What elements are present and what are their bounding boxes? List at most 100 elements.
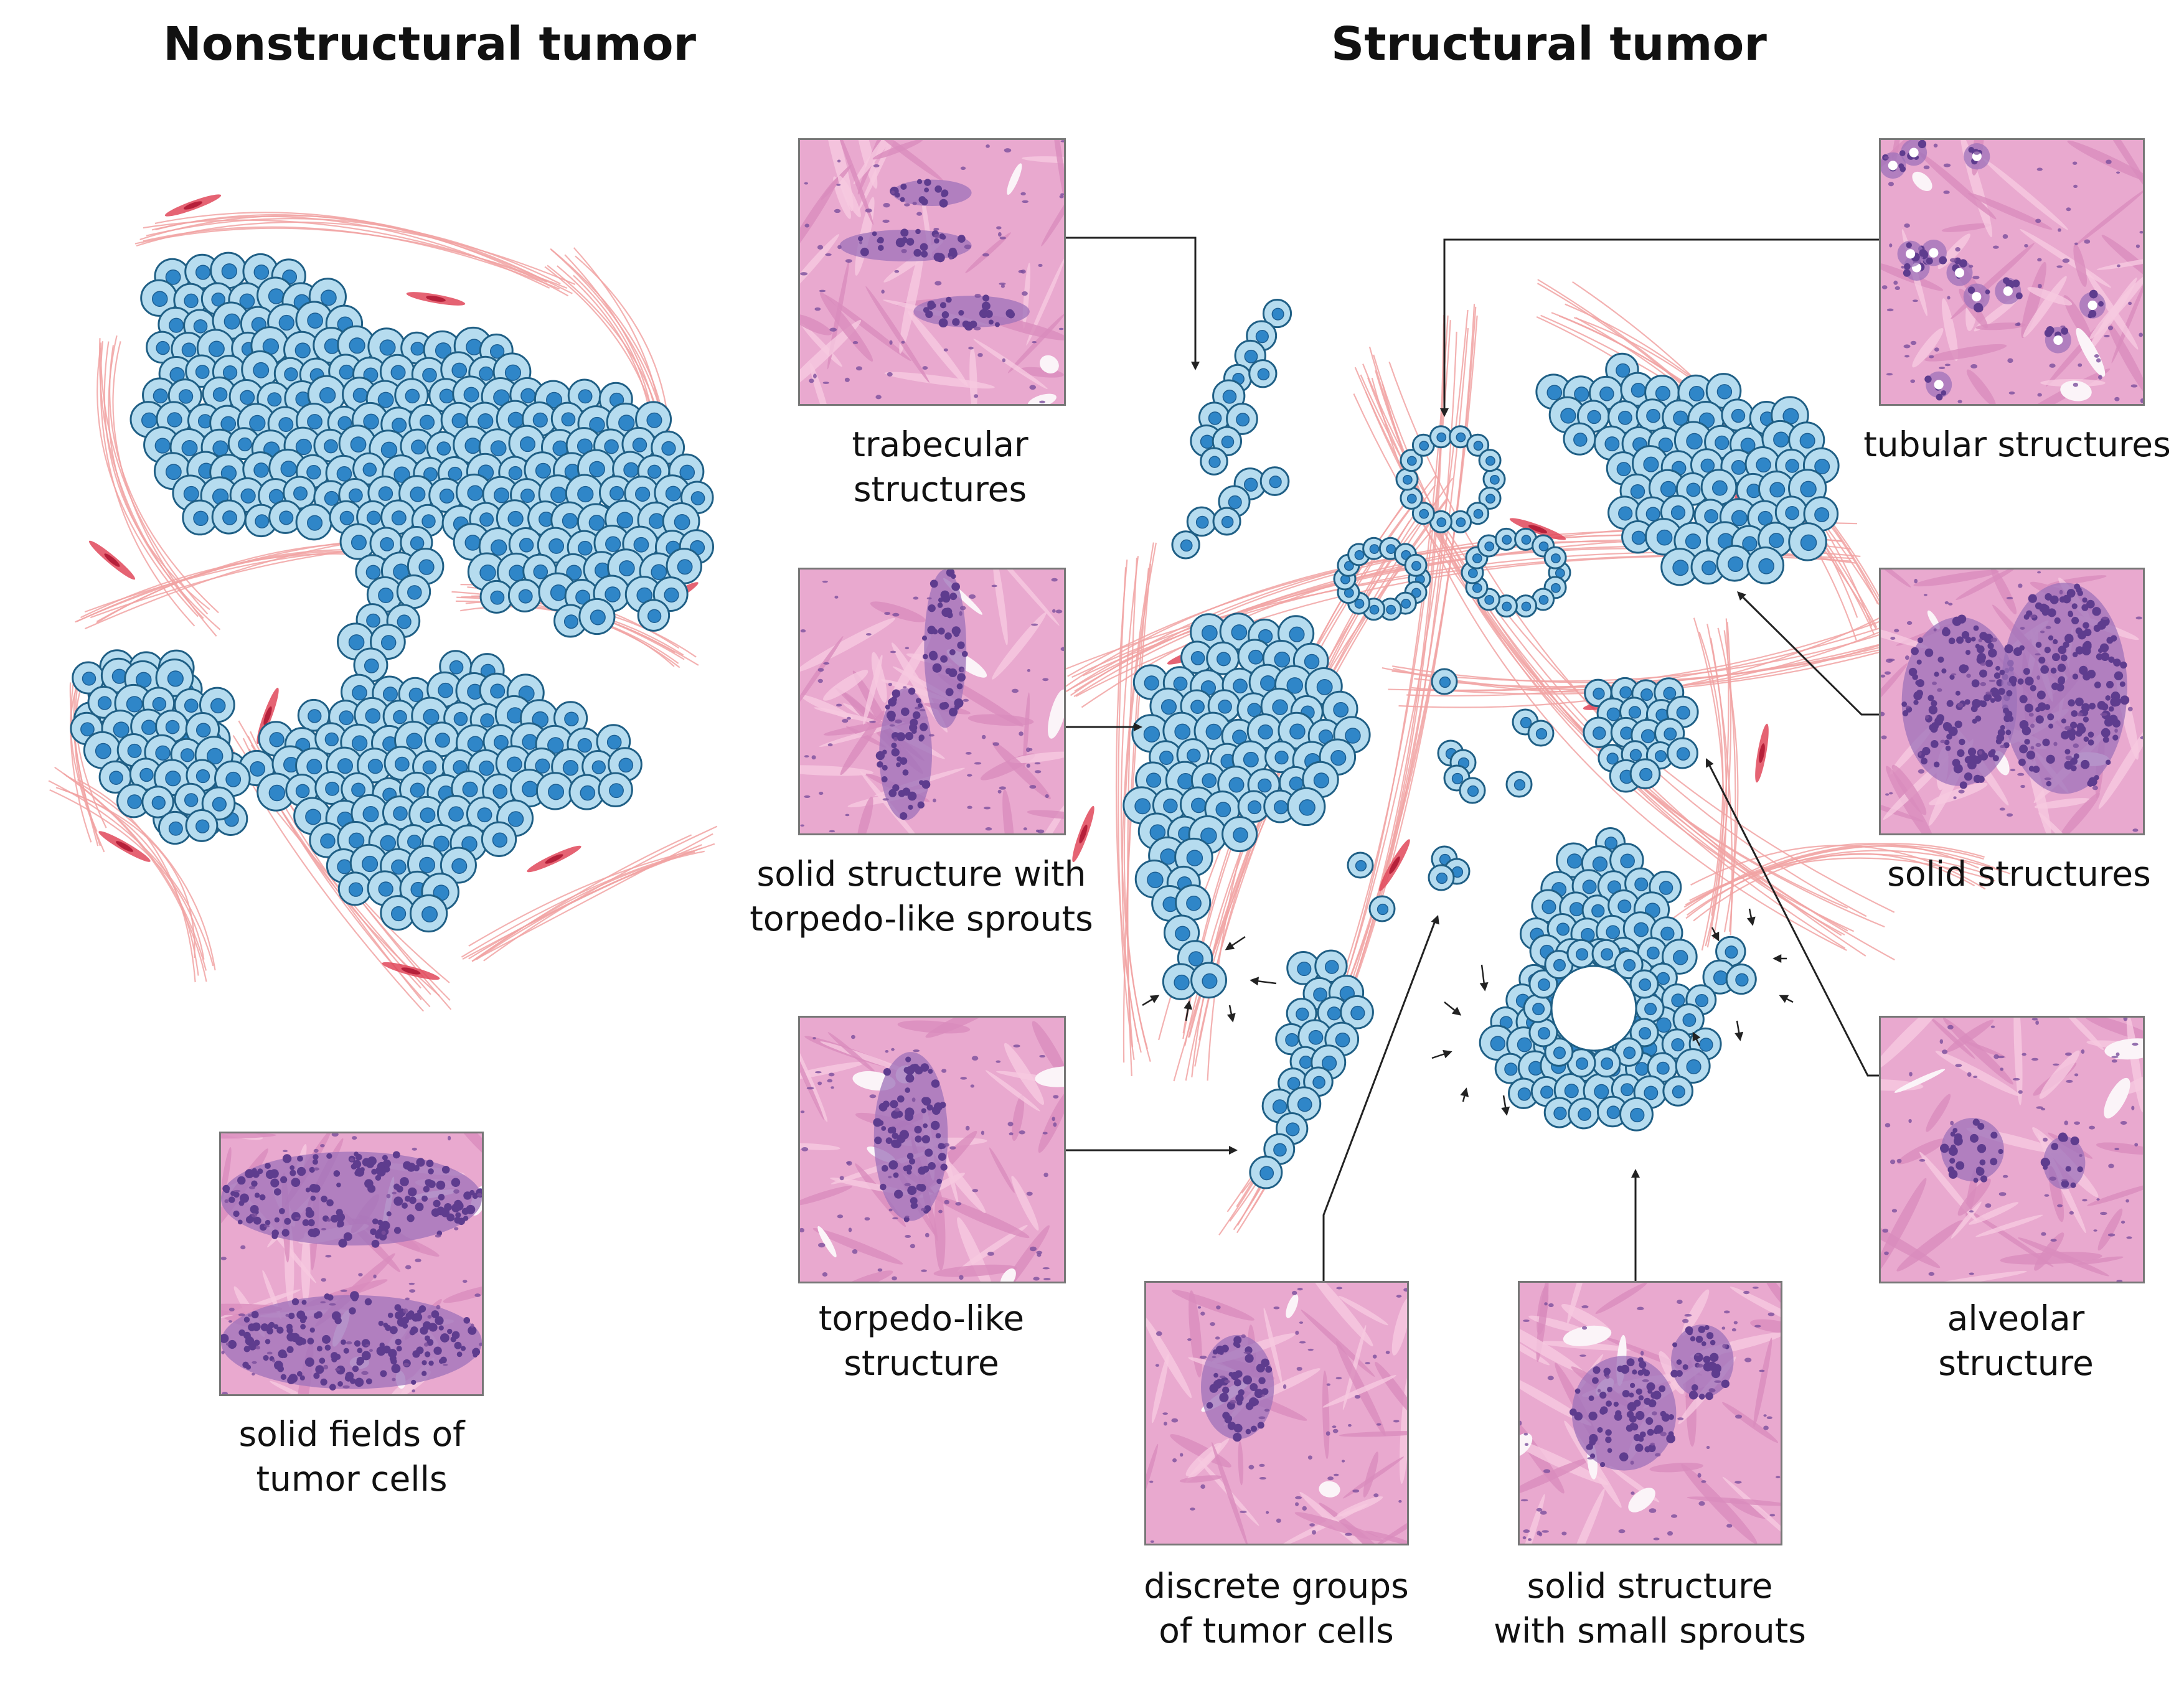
stromal-nucleus	[1881, 674, 1886, 678]
nucleus	[1644, 1446, 1651, 1453]
nucleus	[994, 322, 1000, 327]
stromal-nucleus	[888, 1208, 893, 1212]
nucleus	[254, 1193, 260, 1198]
stromal-nucleus	[1059, 195, 1064, 199]
nucleus	[2071, 603, 2078, 609]
nucleus	[227, 1339, 237, 1349]
stromal-nucleus	[1985, 692, 1992, 695]
nucleus	[906, 238, 915, 246]
stromal-nucleus	[1051, 578, 1058, 582]
nucleus	[1949, 674, 1955, 680]
nucleus	[301, 1300, 307, 1305]
nucleus	[1954, 1133, 1962, 1142]
tumor-cell	[1531, 889, 1565, 923]
stromal-nucleus	[968, 346, 974, 350]
nucleus	[327, 1294, 334, 1301]
stromal-nucleus	[869, 1094, 877, 1099]
stromal-nucleus	[949, 256, 953, 260]
nucleus	[286, 1346, 294, 1353]
nucleus	[243, 1316, 250, 1323]
nucleus	[336, 1209, 343, 1216]
nucleus	[1954, 720, 1962, 728]
tumor-nest	[2001, 583, 2127, 794]
stroma-strand	[820, 1041, 913, 1074]
stromal-nucleus	[1052, 1117, 1055, 1122]
stromal-nucleus	[845, 1161, 850, 1165]
nucleus	[934, 238, 939, 244]
nucleus	[337, 1222, 342, 1228]
nucleus	[1261, 1358, 1269, 1367]
nucleus	[937, 603, 943, 608]
tumor-cell	[1362, 537, 1386, 560]
nucleus	[354, 1377, 364, 1387]
stromal-nucleus	[1007, 1122, 1014, 1127]
nucleus	[890, 1100, 898, 1109]
nucleus	[326, 1153, 332, 1159]
nucleus	[2105, 695, 2111, 701]
nucleus	[2087, 670, 2096, 679]
nucleus	[1670, 1369, 1678, 1378]
fibroblast	[1509, 518, 1566, 540]
nucleus	[1705, 1392, 1713, 1400]
nucleus	[238, 1329, 245, 1336]
stromal-nucleus	[1266, 1511, 1269, 1514]
stromal-nucleus	[225, 1343, 230, 1346]
stromal-nucleus	[800, 1227, 805, 1232]
nucleus	[921, 250, 928, 258]
stroma-strand	[1561, 1488, 1605, 1544]
stromal-nucleus	[1891, 1209, 1898, 1213]
nucleus	[309, 1327, 315, 1333]
stromal-nucleus	[967, 774, 972, 777]
stromal-nucleus	[1033, 1277, 1040, 1281]
stroma-strand	[2092, 140, 2143, 194]
nucleus	[2032, 766, 2040, 773]
stromal-nucleus	[877, 1268, 883, 1272]
stromal-nucleus	[1992, 245, 1999, 249]
stroma-fiber	[48, 780, 214, 967]
nucleus	[1990, 1132, 1998, 1139]
nucleus	[2051, 1143, 2059, 1150]
nucleus	[451, 1178, 461, 1187]
stromal-nucleus	[959, 606, 966, 611]
lumen-space	[1007, 163, 1022, 195]
stromal-nucleus	[1943, 190, 1950, 194]
stromal-nucleus	[405, 1265, 412, 1270]
stromal-nucleus	[321, 1278, 326, 1282]
tumor-cell	[141, 785, 174, 818]
stroma-strand	[1975, 322, 2026, 331]
stromal-nucleus	[1043, 1173, 1048, 1178]
stroma-strand	[1913, 570, 1999, 587]
nucleus	[924, 187, 930, 193]
nucleus	[1676, 1359, 1682, 1365]
stromal-nucleus	[323, 1364, 329, 1370]
nucleus	[1959, 738, 1965, 746]
stromal-nucleus	[1682, 1318, 1689, 1323]
tumor-cell	[440, 846, 477, 884]
stroma-strand	[2034, 798, 2091, 809]
stromal-nucleus	[1998, 1192, 2007, 1196]
nucleus	[308, 1219, 315, 1227]
stroma-strand	[1763, 1283, 1781, 1311]
arrowhead	[1631, 1169, 1640, 1178]
cell-cluster	[1190, 299, 1292, 476]
nucleus	[1972, 699, 1981, 708]
stromal-nucleus	[1332, 1425, 1337, 1428]
stroma-strand	[2039, 1050, 2080, 1099]
nucleus	[393, 1227, 402, 1234]
nucleus	[2089, 703, 2096, 710]
tubule-lumen	[1906, 249, 1916, 259]
stromal-nucleus	[2130, 384, 2138, 388]
nucleus	[924, 179, 931, 186]
stromal-nucleus	[1901, 265, 1904, 269]
stromal-nucleus	[1019, 731, 1024, 736]
tumor-cell	[1212, 507, 1241, 536]
nucleus	[1924, 375, 1932, 383]
caption-discrete: discrete groups of tumor cells	[1144, 1564, 1409, 1653]
nucleus	[395, 1338, 402, 1346]
nucleus	[1235, 1343, 1241, 1349]
nucleus	[251, 1180, 258, 1187]
stromal-nucleus	[2064, 1120, 2069, 1125]
stroma-strand	[1722, 1476, 1781, 1544]
nucleus	[243, 1346, 250, 1353]
stromal-nucleus	[1155, 1364, 1159, 1367]
